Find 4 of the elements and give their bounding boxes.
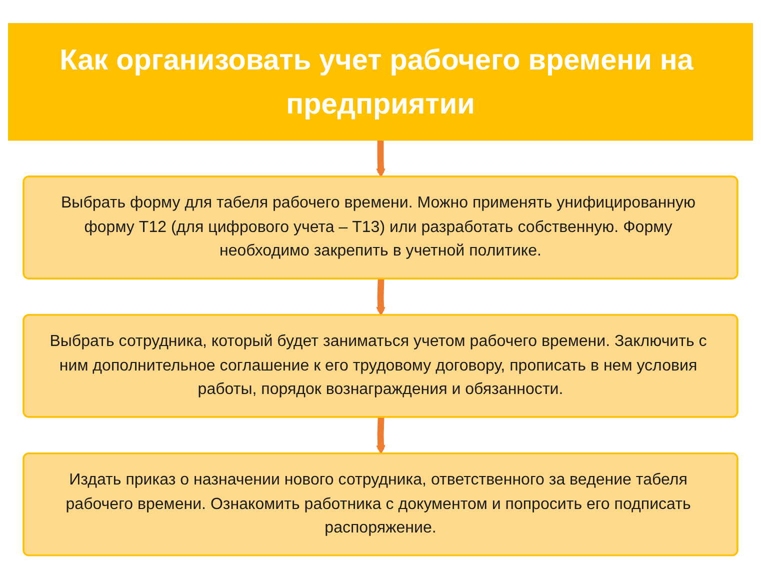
node-box: Как организовать учет рабочего времени на предприятии xyxy=(8,23,753,141)
arrow xyxy=(376,140,386,178)
arrow xyxy=(376,278,386,316)
arrow xyxy=(376,417,386,454)
